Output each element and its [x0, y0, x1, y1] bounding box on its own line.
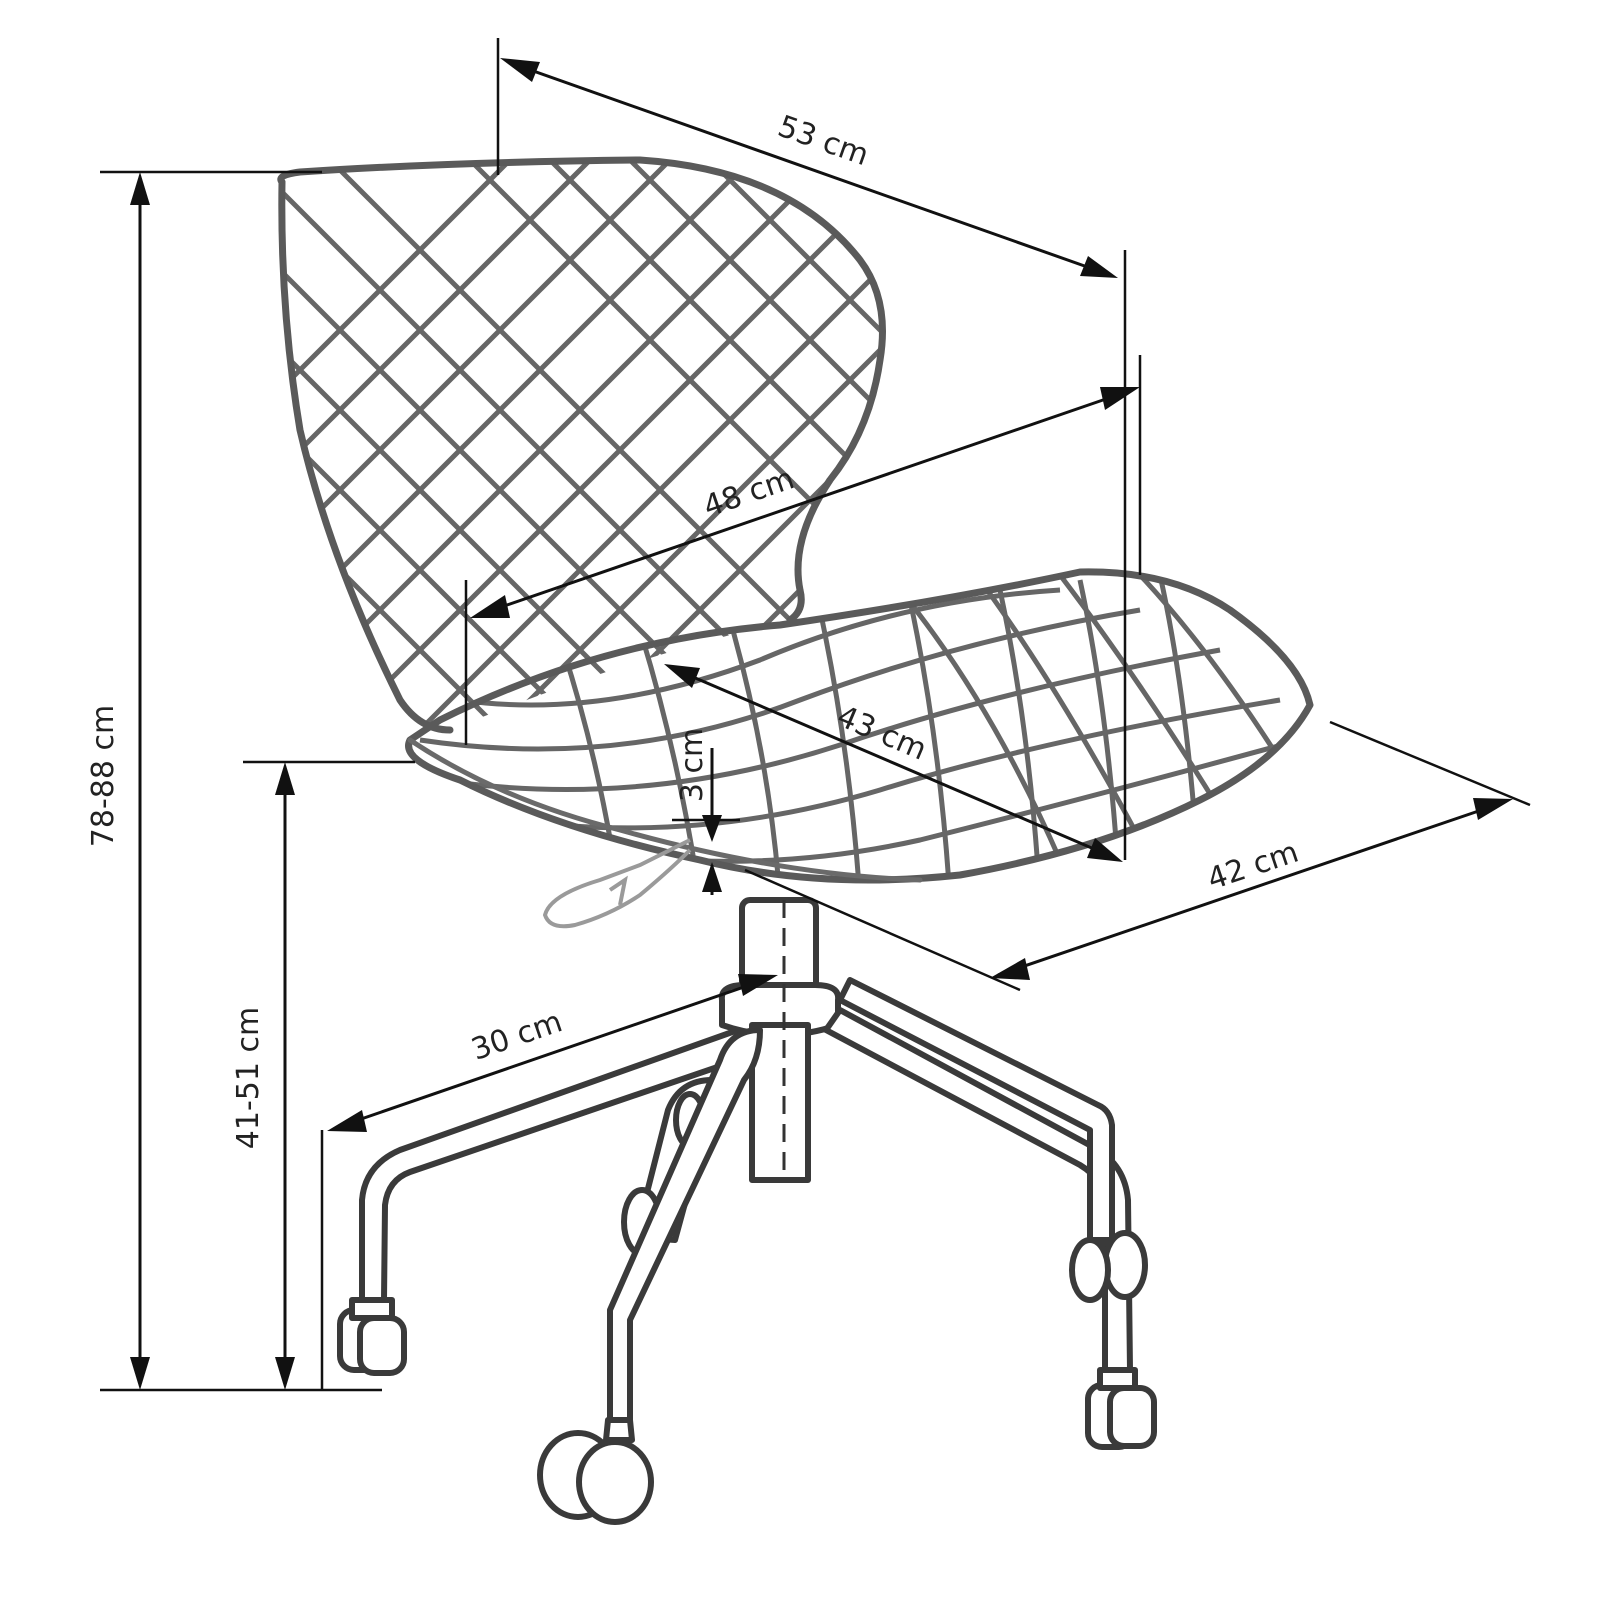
label-backrest-width: 53 cm	[773, 109, 873, 173]
chair-illustration	[277, 156, 1314, 1525]
label-seat-width: 48 cm	[699, 461, 799, 525]
label-seat-height: 41-51 cm	[231, 1007, 266, 1149]
dim-seat-height: 41-51 cm	[231, 762, 295, 1390]
dim-backrest-width: 53 cm	[500, 58, 1118, 278]
dimension-annotations: 53 cm 48 cm 43 cm 42 cm 78-8	[86, 38, 1531, 1392]
label-base-radius: 30 cm	[467, 1004, 567, 1068]
height-lever	[542, 838, 692, 929]
gas-cylinder	[718, 897, 842, 1183]
star-base	[337, 977, 1157, 1525]
dim-seat-side: 42 cm	[990, 798, 1513, 980]
label-total-height: 78-88 cm	[86, 705, 121, 847]
label-seat-thickness: 3 cm	[675, 728, 710, 802]
dim-total-height: 78-88 cm	[86, 172, 150, 1390]
dim-seat-thickness: 3 cm	[675, 728, 722, 895]
